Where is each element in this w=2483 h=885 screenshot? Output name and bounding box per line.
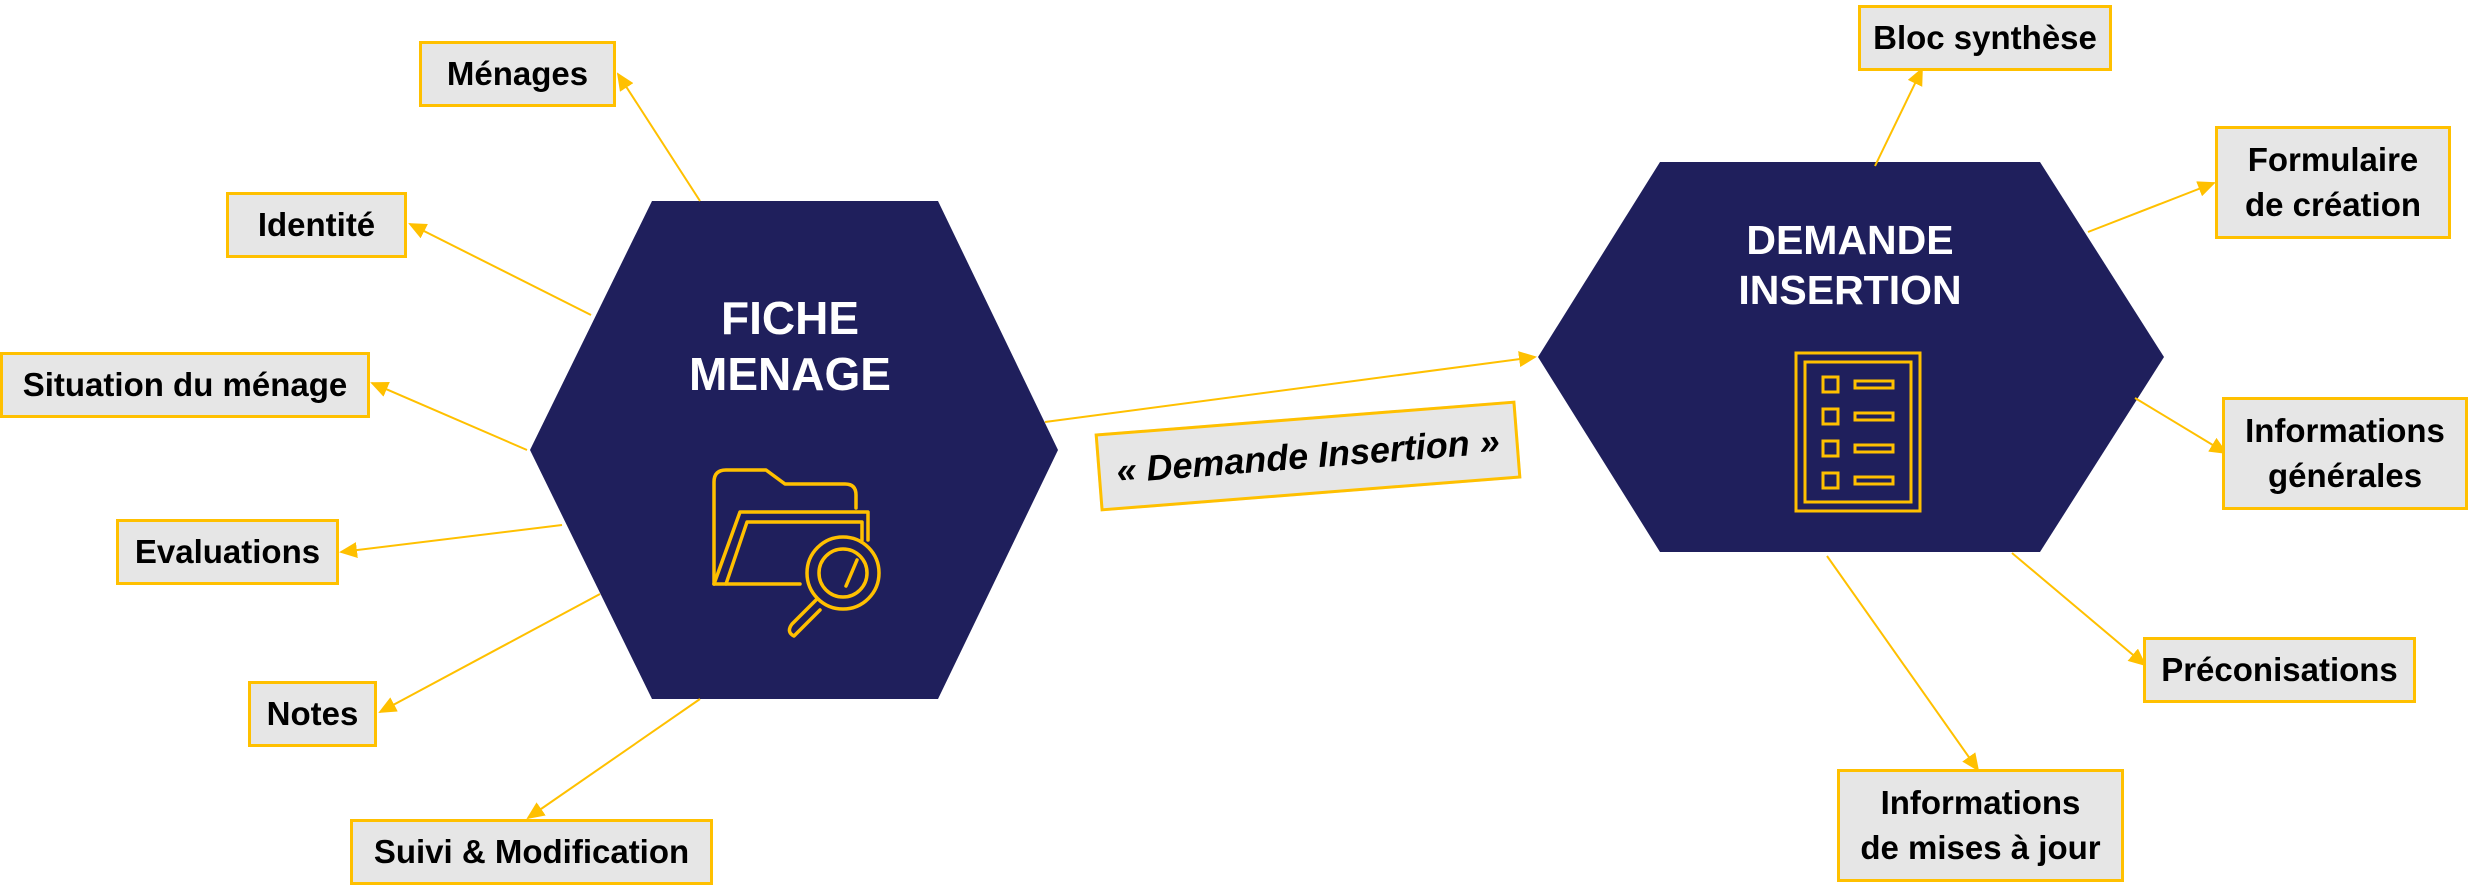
- fiche-menage-title-line1: FICHE: [721, 292, 859, 344]
- label-identite-text: Identité: [257, 205, 376, 243]
- label-menages: Ménages: [419, 41, 616, 107]
- label-informations-generales-text: Informations générales: [2245, 411, 2445, 494]
- fiche-menage-hexagon: [530, 201, 1058, 699]
- arrow-to-preconisations: [2011, 552, 2147, 667]
- label-formulaire-de-creation: Formulaire de création: [2215, 126, 2451, 239]
- arrow-to-situation: [370, 382, 528, 451]
- label-identite: Identité: [226, 192, 407, 258]
- label-situation-du-menage-text: Situation du ménage: [22, 365, 348, 403]
- arrow-to-informations-mises-a-jour: [1826, 555, 1980, 772]
- demande-insertion-hexagon: [1538, 162, 2164, 552]
- arrow-to-menages: [616, 72, 701, 202]
- folder-search-icon: [712, 468, 881, 638]
- label-preconisations: Préconisations: [2143, 637, 2416, 703]
- label-bloc-synthese-text: Bloc synthèse: [1873, 18, 2097, 56]
- checklist-icon: [1794, 351, 1922, 513]
- label-notes-text: Notes: [266, 694, 359, 732]
- demande-insertion-title-line2: INSERTION: [1738, 267, 1962, 314]
- label-menages-text: Ménages: [446, 54, 589, 92]
- label-evaluations: Evaluations: [116, 519, 339, 585]
- label-informations-generales: Informations générales: [2222, 397, 2468, 510]
- arrow-to-informations-generales: [2134, 397, 2228, 455]
- label-evaluations-text: Evaluations: [134, 532, 321, 570]
- label-informations-de-mises-a-jour: Informations de mises à jour: [1837, 769, 2124, 882]
- label-suivi-modification: Suivi & Modification: [350, 819, 713, 885]
- fiche-menage-title: FICHE MENAGE: [640, 290, 940, 402]
- arrow-to-evaluations: [339, 524, 563, 559]
- label-preconisations-text: Préconisations: [2161, 650, 2398, 688]
- label-demande-insertion-connector-text: « Demande Insertion »: [1114, 419, 1502, 492]
- label-situation-du-menage: Situation du ménage: [0, 352, 370, 418]
- arrow-to-identite: [408, 223, 592, 316]
- label-bloc-synthese: Bloc synthèse: [1858, 5, 2112, 71]
- arrow-to-notes: [378, 593, 601, 713]
- arrow-to-formulaire: [2087, 181, 2216, 233]
- label-informations-de-mises-a-jour-text: Informations de mises à jour: [1860, 783, 2101, 866]
- arrow-to-suivi: [526, 698, 701, 820]
- fiche-menage-title-line2: MENAGE: [689, 348, 891, 401]
- arrow-to-bloc-synthese: [1874, 67, 1923, 167]
- arrow-fiche-to-demande: [1044, 351, 1537, 423]
- demande-insertion-title-line1: DEMANDE: [1746, 217, 1954, 263]
- label-suivi-modification-text: Suivi & Modification: [373, 832, 690, 870]
- label-notes: Notes: [248, 681, 377, 747]
- demande-insertion-title: DEMANDE INSERTION: [1690, 215, 2010, 315]
- label-formulaire-de-creation-text: Formulaire de création: [2244, 140, 2422, 223]
